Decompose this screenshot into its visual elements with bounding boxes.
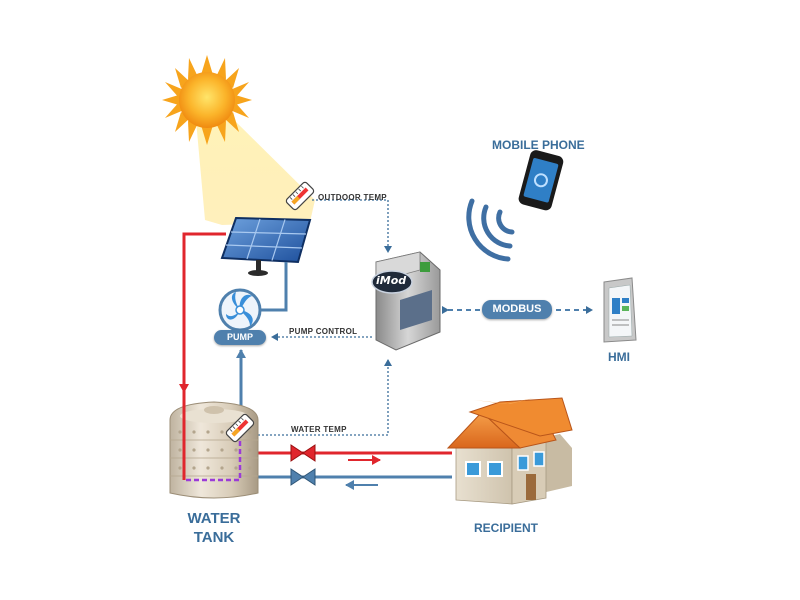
house-icon [446,397,573,505]
thermometer-icon [225,413,255,443]
pump-to-panel-pipe [260,262,288,312]
mobile-phone-label: MOBILE PHONE [492,138,585,152]
water-tank-label-line1: WATER [187,510,241,527]
hmi-label: HMI [608,350,630,364]
modbus-badge: MODBUS [482,300,552,319]
sunlight-beam [196,118,315,225]
thermometer-icon [285,181,315,211]
outdoor-temp-label: OUTDOOR TEMP [318,193,387,202]
water-tank-label: WATER TANK [176,509,252,547]
valve-icon [290,444,316,462]
water-temp-label: WATER TEMP [291,425,347,434]
imod-logo: iMod [376,274,407,287]
outdoor-temp-signal [312,199,392,253]
internal-loop-pipe [186,420,242,482]
water-temp-signal [258,359,392,436]
imod-device-icon [371,251,441,351]
hmi-panel-icon [603,277,637,343]
mobile-phone-icon [518,150,564,211]
pump-control-label: PUMP CONTROL [289,327,358,336]
pump-icon [218,288,262,332]
water-tank-label-line2: TANK [193,529,235,546]
hot-pipe-panel-to-tank [179,232,226,393]
sun-icon [162,55,252,145]
wifi-signal-icon [466,198,515,262]
solar-panel-icon [220,216,312,276]
valve-icon [290,468,316,486]
pump-badge: PUMP [214,330,266,345]
recipient-label: RECIPIENT [474,521,539,535]
